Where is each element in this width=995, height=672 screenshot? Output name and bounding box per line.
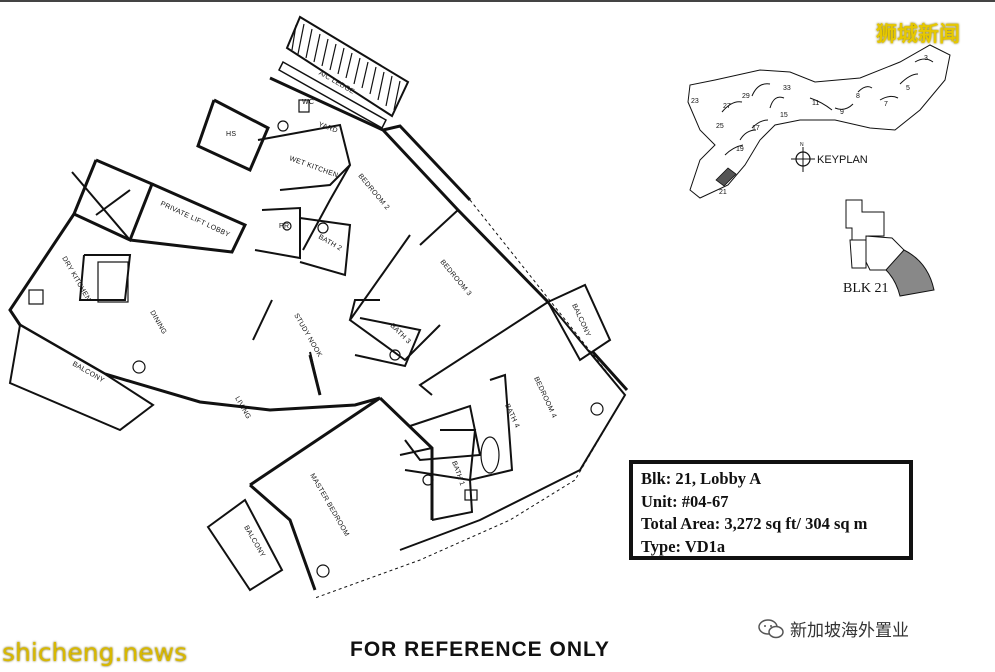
keyplan-block-label: 23 [691,98,699,105]
label-wet-kitchen: WET KITCHEN [288,155,339,179]
label-bath-2: BATH 2 [317,234,343,253]
label-dry-kitchen: DRY KITCHEN [60,256,91,303]
label-bedroom-3: BEDROOM 3 [438,259,472,298]
outer-wall-bedroom4 [399,301,627,551]
watermark-top: 狮城新闻 [876,22,960,46]
keyplan-block-label: 3 [924,55,928,62]
keyplan-block-label: 15 [780,112,788,119]
wechat-account: 新加坡海外置业 [757,616,909,641]
info-blk: Blk: 21, Lobby A [641,469,762,488]
room-labels: HS YARD WC WET KITCHEN BEDROOM 2 BEDROOM… [60,99,591,559]
boundary-dashed [314,199,626,599]
label-yard: YARD [317,121,338,134]
info-area: Total Area: 3,272 sq ft/ 304 sq m [641,514,868,533]
info-type: Type: VD1a [641,536,726,556]
label-bath-1: BATH 1 [450,460,465,487]
outer-walls [8,76,629,591]
ac-ledge: A/C LEDGE [278,15,410,130]
north-compass-icon: N [791,142,815,172]
keyplan-block-label: 7 [884,101,888,108]
info-unit: Unit: #04-67 [641,491,729,511]
label-hs: HS [226,131,236,138]
keyplan-block-label: 25 [716,123,724,130]
label-private-lift-lobby: PRIVATE LIFT LOBBY [159,200,231,238]
wechat-icon [758,618,784,638]
unit-info-box: Blk: 21, Lobby A Unit: #04-67 Total Area… [629,460,913,560]
north-label: N [800,142,804,148]
keyplan-block-label: 17 [752,125,760,132]
wechat-account-name: 新加坡海外置业 [790,621,909,641]
keyplan-block-label: 27 [723,103,731,110]
keyplan-block-label: 19 [736,146,744,153]
interior-walls [71,123,549,521]
keyplan-label: KEYPLAN [817,154,868,166]
top-border-line [0,0,995,2]
keyplan-site: 3 5 7 8 9 11 33 29 27 23 25 17 15 19 21 [687,44,951,199]
study-desk [308,354,322,396]
keyplan-block-label: 29 [742,93,750,100]
keyplan-block-label: 21 [719,189,727,196]
label-bedroom-4: BEDROOM 4 [532,376,557,419]
watermark-bottom: shicheng.news [2,638,188,667]
label-bedroom-2: BEDROOM 2 [356,173,390,212]
label-study-nook: STUDY NOOK [292,313,323,359]
keyplan-block-label: 33 [783,85,791,92]
block-label: BLK 21 [843,281,889,296]
keyplan-highlight-block-21 [715,167,737,187]
blk21-mini-plan [845,199,935,297]
footer-disclaimer: FOR REFERENCE ONLY [350,638,610,661]
label-pr: PR [279,223,289,230]
label-wc: WC [302,99,314,106]
keyplan-block-label: 8 [856,93,860,100]
balconies [8,283,612,592]
fixtures [28,99,604,578]
keyplan-block-label: 11 [812,100,819,107]
label-bath-4: BATH 4 [503,403,520,429]
label-dining: DINING [148,310,167,336]
keyplan-block-label: 9 [840,109,844,116]
label-master-bedroom: MASTER BEDROOM [308,473,350,538]
keyplan-block-label: 5 [906,85,910,92]
